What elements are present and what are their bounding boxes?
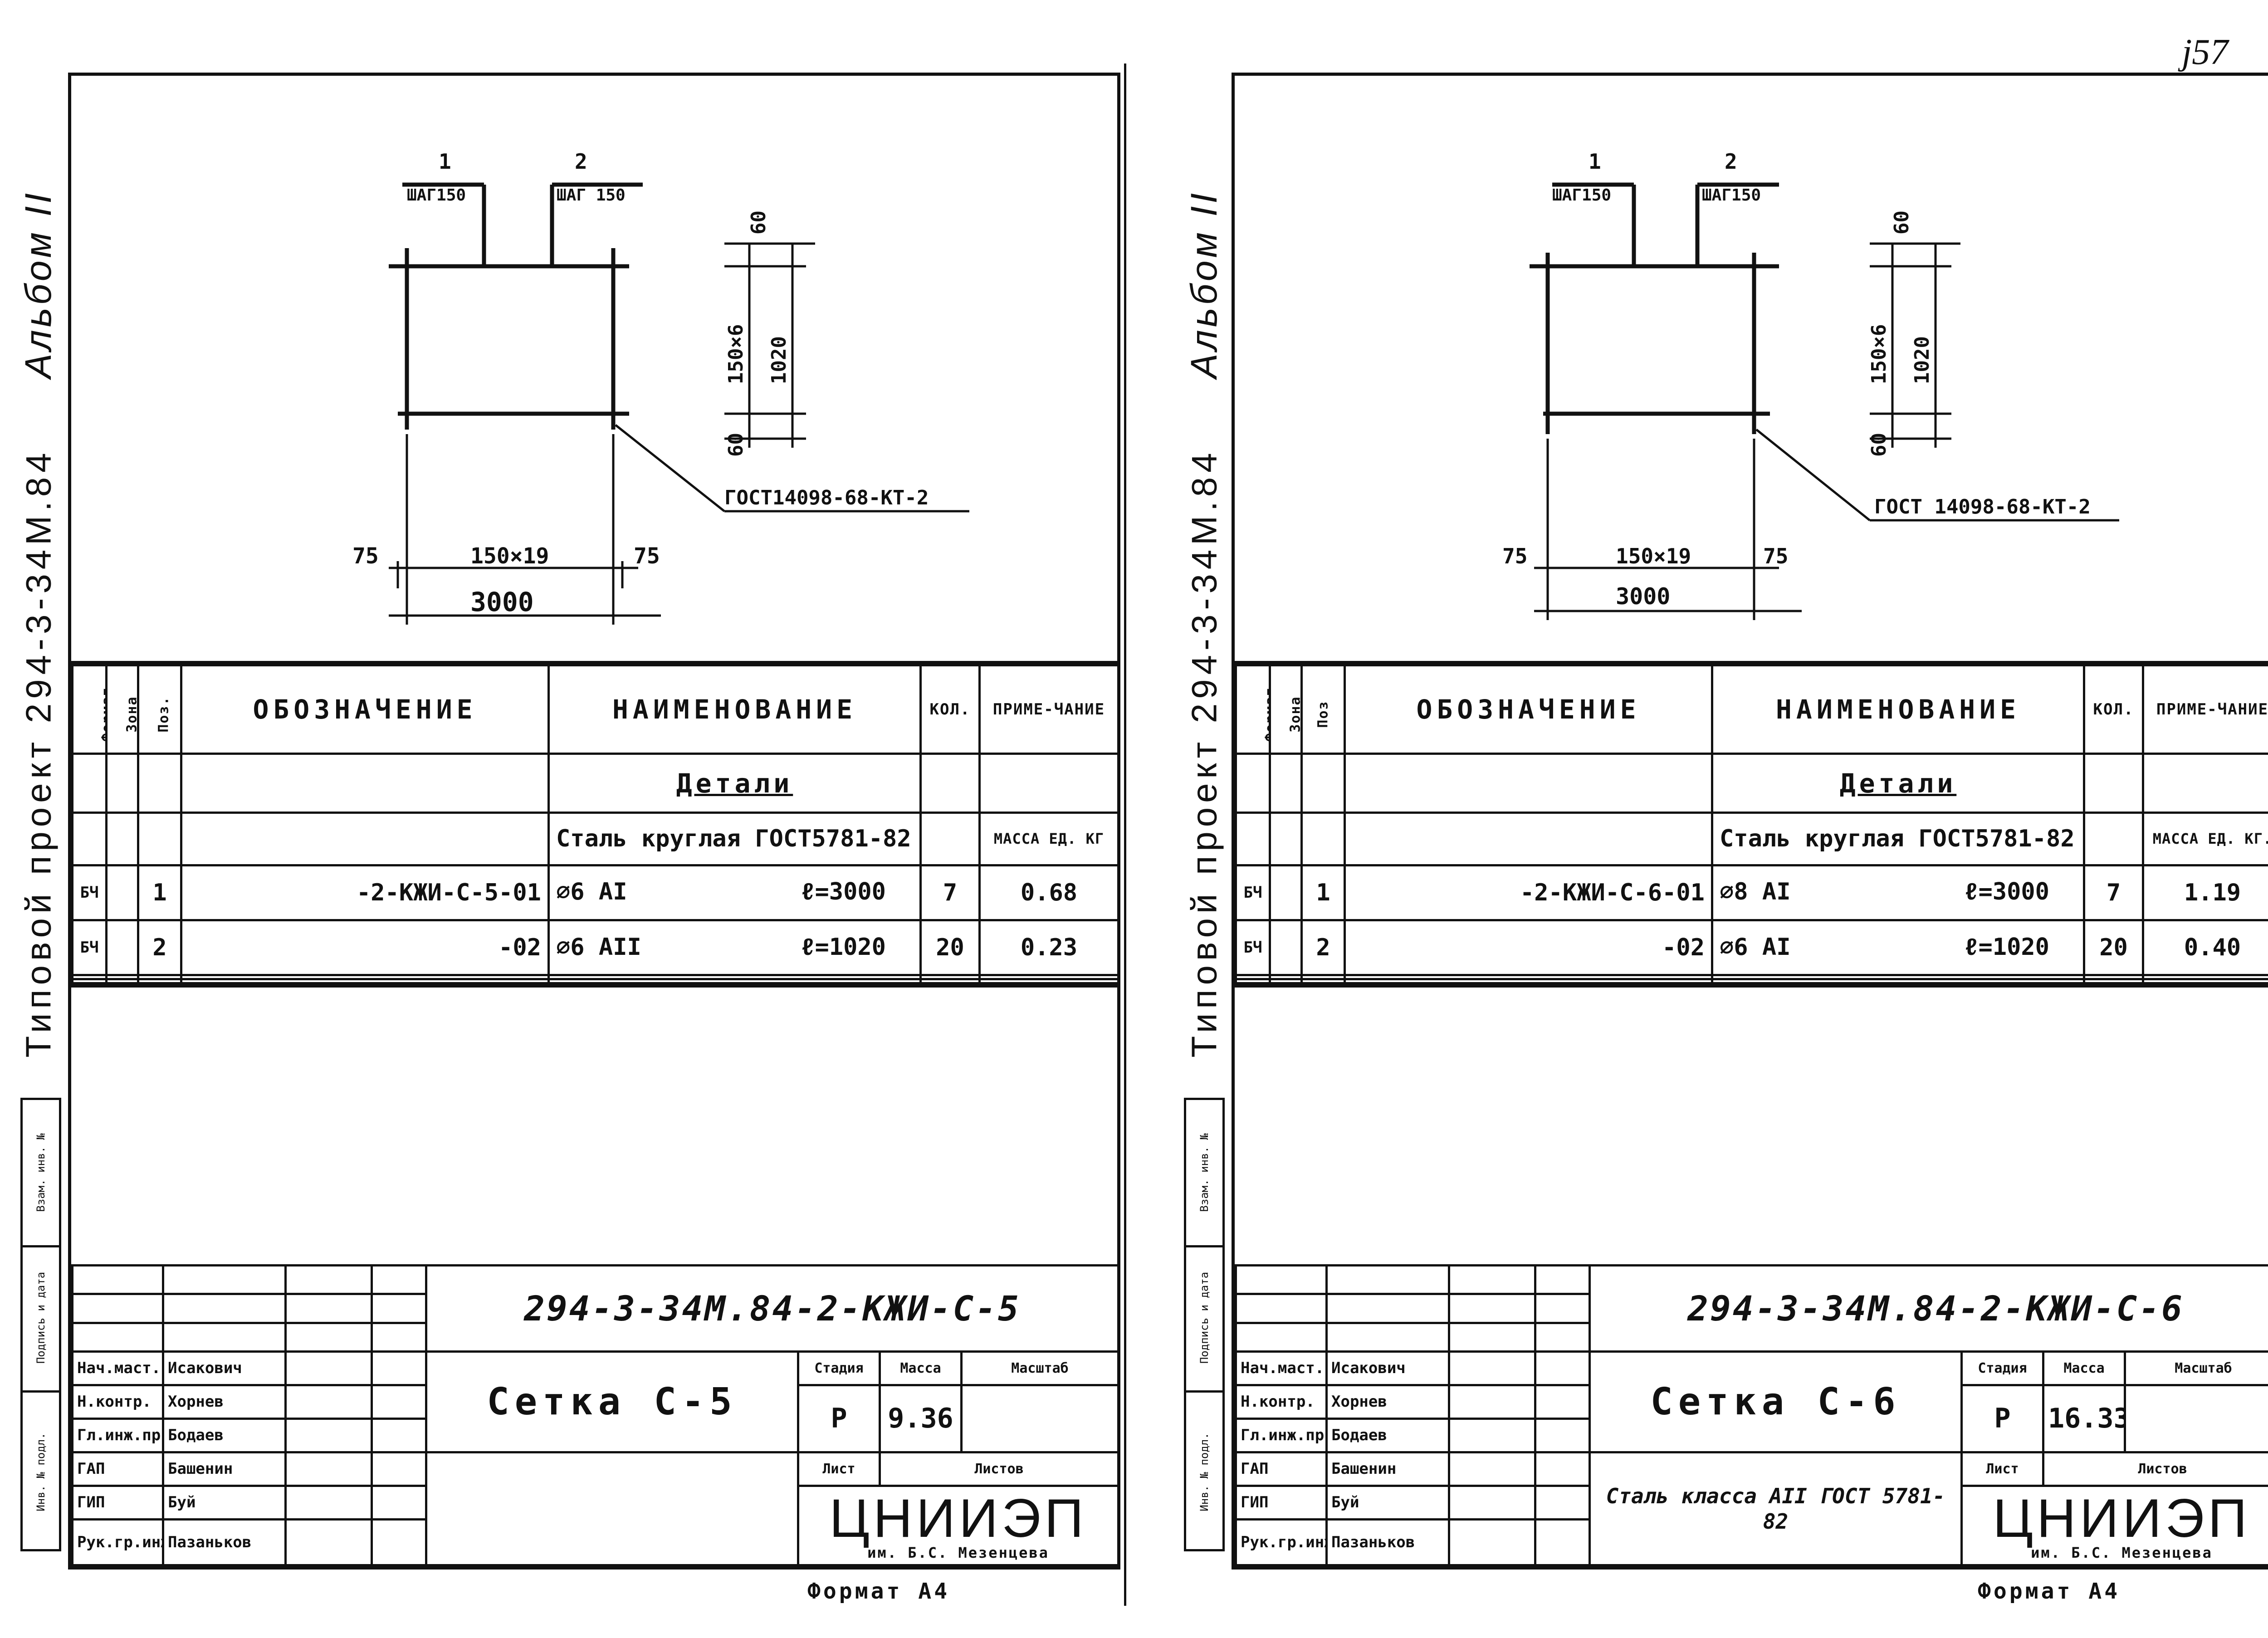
mesh-drawing: 1 ШАГ150 2 ШАГ 150 60 150×6 1020 60 75 1… — [71, 76, 1117, 661]
dim-total-v: 1020 — [767, 336, 791, 384]
pos1-step: ШАГ150 — [1552, 186, 1611, 205]
h-zone: Зона — [105, 664, 139, 755]
dim-span: 150×19 — [1616, 544, 1691, 568]
drawing-name: Сетка С-5 — [425, 1350, 799, 1453]
format-label: Формат А4 — [1978, 1579, 2121, 1604]
material-note: Сталь класса АII ГОСТ 5781-82 — [1589, 1451, 1963, 1567]
h-pos: Поз — [1300, 664, 1346, 755]
material-note — [425, 1451, 799, 1567]
title-block: 294-3-34М.84-2-КЖИ-С-5 Нач.маст.Исакович… — [71, 1264, 1120, 1567]
title-block: 294-3-34М.84-2-КЖИ-С-6 Нач.маст.Исакович… — [1235, 1264, 2268, 1567]
side-stamp-label: Взам. инв. № — [34, 1133, 47, 1212]
side-stamp-label: Подпись и дата — [34, 1271, 47, 1364]
h-format: Формат — [71, 664, 108, 755]
drawing-sheet-c5: 1 ШАГ150 2 ШАГ 150 60 150×6 1020 60 75 1… — [68, 73, 1120, 1570]
spec-mass-label: МАССА ЕД. КГ — [978, 812, 1119, 866]
mesh-drawing-svg: 1 ШАГ150 2 ШАГ150 60 150×6 1020 60 75 15… — [1502, 149, 2119, 620]
pos1-label: 1 — [439, 149, 451, 174]
pos2-label: 2 — [575, 149, 587, 174]
stage-value: Р — [797, 1384, 881, 1453]
dim-total-v: 1020 — [1911, 336, 1934, 384]
album-label: Альбом II — [18, 190, 59, 379]
dim-total-h: 3000 — [470, 587, 534, 617]
left-side-stamp: Взам. инв. № Подпись и дата Инв. № подл. — [20, 1098, 61, 1551]
dim-top: 60 — [1890, 210, 1913, 235]
mass-value: 16.33 — [2042, 1384, 2126, 1453]
spec-section: Детали — [1711, 752, 2085, 814]
weld-note: ГОСТ14098-68-КТ-2 — [724, 486, 929, 509]
dim-left: 75 — [352, 543, 379, 569]
mesh-drawing: 1 ШАГ150 2 ШАГ150 60 150×6 1020 60 75 15… — [1235, 76, 2268, 661]
project-label: Типовой проект 294-3-34М.84 — [18, 448, 59, 1058]
left-side-caption: Альбом II Типовой проект 294-3-34М.84 — [14, 73, 64, 1058]
dim-top: 60 — [747, 210, 770, 235]
pos2-step: ШАГ 150 — [557, 186, 626, 205]
album-label: Альбом II — [1183, 190, 1225, 379]
dim-bottom: 60 — [724, 433, 748, 457]
drawing-sheet-c6: 1 ШАГ150 2 ШАГ150 60 150×6 1020 60 75 15… — [1232, 73, 2268, 1570]
spec-mass-label: МАССА ЕД. КГ. — [2142, 812, 2268, 866]
pos2-step: ШАГ150 — [1702, 186, 1761, 205]
specification-table: Формат Зона Поз. ОБОЗНАЧЕНИЕ НАИМЕНОВАНИ… — [71, 661, 1119, 988]
h-note: ПРИМЕ-ЧАНИЕ — [978, 664, 1119, 755]
h-designation: ОБОЗНАЧЕНИЕ — [180, 664, 550, 755]
h-pos: Поз. — [137, 664, 182, 755]
side-stamp-label: Инв. № подл. — [34, 1433, 47, 1511]
weld-note: ГОСТ 14098-68-КТ-2 — [1874, 495, 2091, 518]
pos1-label: 1 — [1589, 149, 1601, 174]
page-number: j57 — [2182, 32, 2229, 72]
side-stamp-label: Инв. № подл. — [1198, 1433, 1211, 1511]
right-side-stamp: Взам. инв. № Подпись и дата Инв. № подл. — [1184, 1098, 1225, 1551]
h-name: НАИМЕНОВАНИЕ — [547, 664, 922, 755]
dim-right: 75 — [1763, 544, 1788, 568]
mass-value: 9.36 — [879, 1384, 963, 1453]
dim-left: 75 — [1502, 544, 1527, 568]
dim-mid: 150×6 — [1867, 324, 1891, 384]
side-stamp-label: Подпись и дата — [1198, 1271, 1211, 1364]
mesh-drawing-svg: 1 ШАГ150 2 ШАГ 150 60 150×6 1020 60 75 1… — [352, 149, 969, 625]
spec-material: Сталь круглая ГОСТ5781-82 — [547, 812, 922, 866]
format-label: Формат А4 — [807, 1579, 950, 1604]
h-designation: ОБОЗНАЧЕНИЕ — [1344, 664, 1713, 755]
drawing-code: 294-3-34М.84-2-КЖИ-С-5 — [425, 1264, 1120, 1353]
h-zone: Зона — [1269, 664, 1303, 755]
drawing-code: 294-3-34М.84-2-КЖИ-С-6 — [1588, 1264, 2268, 1353]
dim-bottom: 60 — [1867, 433, 1891, 457]
spec-material: Сталь круглая ГОСТ5781-82 — [1711, 812, 2085, 866]
pos2-label: 2 — [1725, 149, 1737, 174]
h-qty: КОЛ. — [2083, 664, 2144, 755]
pos1-step: ШАГ150 — [407, 186, 466, 205]
h-note: ПРИМЕ-ЧАНИЕ — [2142, 664, 2268, 755]
right-side-caption: Альбом II Типовой проект 294-3-34М.84 — [1179, 73, 1229, 1058]
stage-value: Р — [1960, 1384, 2044, 1453]
h-format: Формат — [1235, 664, 1271, 755]
dim-span: 150×19 — [470, 543, 549, 569]
side-stamp-label: Взам. инв. № — [1198, 1133, 1211, 1212]
drawing-name: Сетка С-6 — [1589, 1350, 1963, 1453]
dim-right: 75 — [634, 543, 660, 569]
project-label: Типовой проект 294-3-34М.84 — [1184, 448, 1224, 1058]
h-qty: КОЛ. — [919, 664, 981, 755]
dim-total-h: 3000 — [1616, 583, 1670, 610]
dim-mid: 150×6 — [724, 324, 748, 384]
spec-section: Детали — [547, 752, 922, 814]
sheet-divider — [1124, 64, 1126, 1606]
specification-table: Формат Зона Поз ОБОЗНАЧЕНИЕ НАИМЕНОВАНИЕ… — [1235, 661, 2268, 988]
h-name: НАИМЕНОВАНИЕ — [1711, 664, 2085, 755]
